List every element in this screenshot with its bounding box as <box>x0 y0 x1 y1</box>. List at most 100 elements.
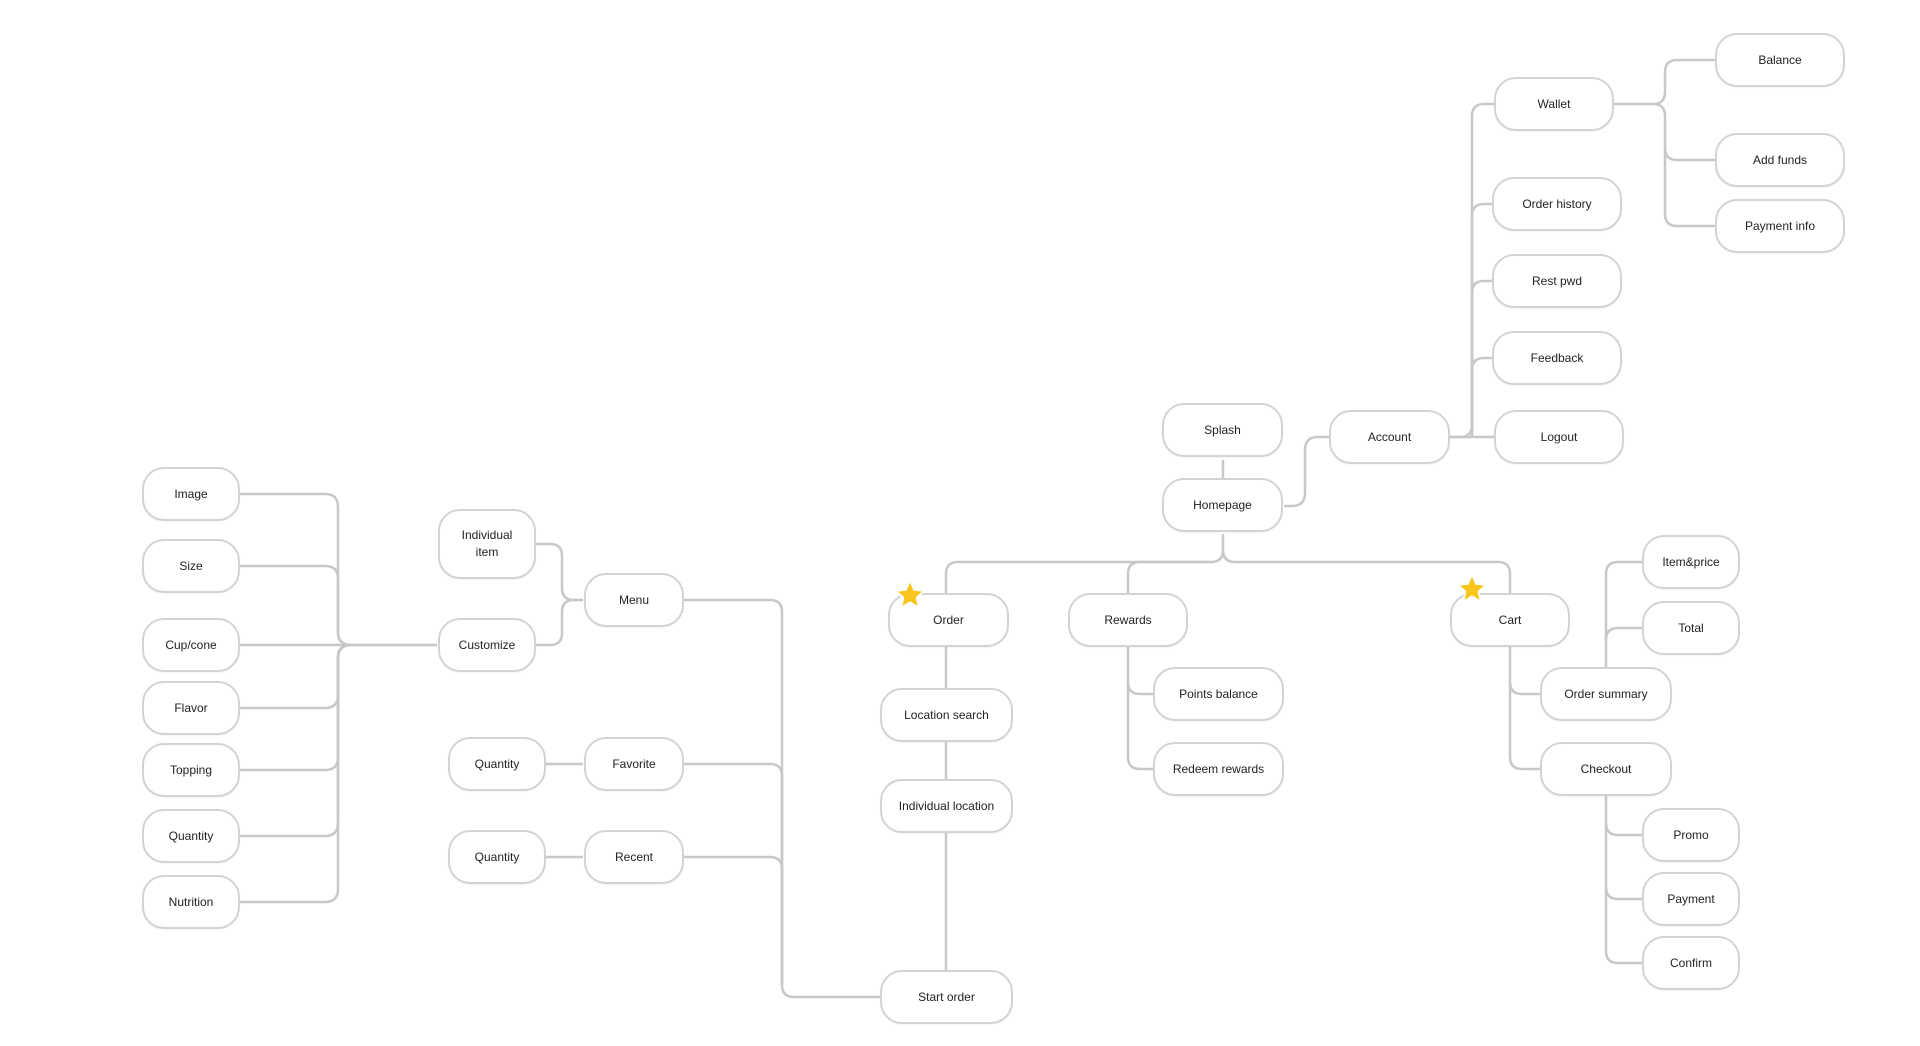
node-quantity-recent[interactable]: Quantity <box>448 830 546 884</box>
node-label: Splash <box>1204 422 1241 437</box>
node-label: Individual item <box>461 528 513 559</box>
node-balance[interactable]: Balance <box>1715 33 1845 87</box>
edge-account-orderhistory <box>1470 202 1492 437</box>
node-label: Image <box>174 486 208 501</box>
node-location-search[interactable]: Location search <box>880 688 1013 742</box>
node-favorite[interactable]: Favorite <box>584 737 684 791</box>
node-label: Balance <box>1758 52 1802 67</box>
edge-recent-startorder <box>684 855 784 985</box>
node-label: Order summary <box>1564 686 1648 701</box>
node-quantity-favorite[interactable]: Quantity <box>448 737 546 791</box>
node-label: Homepage <box>1193 497 1252 512</box>
node-wallet[interactable]: Wallet <box>1494 77 1614 131</box>
node-add-funds[interactable]: Add funds <box>1715 133 1845 187</box>
node-label: Checkout <box>1580 761 1632 776</box>
node-start-order[interactable]: Start order <box>880 970 1013 1024</box>
node-order-history[interactable]: Order history <box>1492 177 1622 231</box>
edge-checkout-promo <box>1604 795 1642 837</box>
edge-account-feedback <box>1470 356 1492 437</box>
node-label: Rewards <box>1104 612 1152 627</box>
node-payment[interactable]: Payment <box>1642 872 1740 926</box>
node-label: Account <box>1367 429 1412 444</box>
node-label: Start order <box>918 989 975 1004</box>
node-label: Customize <box>458 637 516 652</box>
node-label: Payment <box>1667 891 1715 906</box>
node-homepage[interactable]: Homepage <box>1162 478 1283 532</box>
edge-wallet-balance <box>1614 58 1715 106</box>
node-label: Wallet <box>1537 96 1571 111</box>
edge-checkout-confirm <box>1604 887 1642 965</box>
edge-homepage-branch <box>944 534 1225 593</box>
node-splash[interactable]: Splash <box>1162 403 1283 457</box>
node-promo[interactable]: Promo <box>1642 808 1740 862</box>
node-item-price[interactable]: Item&price <box>1642 535 1740 589</box>
edge-nutrition-customize <box>240 643 352 904</box>
edge-item-menu <box>536 542 583 602</box>
node-label: Recent <box>614 849 654 864</box>
node-label: Menu <box>618 592 650 607</box>
node-label: Flavor <box>174 700 208 715</box>
edge-flavor-customize <box>240 643 352 710</box>
node-cup-cone[interactable]: Cup/cone <box>142 618 240 672</box>
node-label: Order <box>933 612 964 627</box>
edge-cart-checkout <box>1508 682 1540 771</box>
node-confirm[interactable]: Confirm <box>1642 936 1740 990</box>
node-label: Logout <box>1540 429 1578 444</box>
node-label: Cup/cone <box>165 637 217 652</box>
node-size[interactable]: Size <box>142 539 240 593</box>
node-label: Individual location <box>898 798 995 813</box>
node-label: Quantity <box>168 828 214 843</box>
node-label: Add funds <box>1752 152 1808 167</box>
node-label: Quantity <box>474 849 520 864</box>
node-individual-location[interactable]: Individual location <box>880 779 1013 833</box>
node-menu[interactable]: Menu <box>584 573 684 627</box>
edge-ordersummary-itemprice <box>1604 560 1642 668</box>
node-payment-info[interactable]: Payment info <box>1715 199 1845 253</box>
star-icon <box>894 579 926 609</box>
node-logout[interactable]: Logout <box>1494 410 1624 464</box>
edge-homepage-account <box>1284 435 1329 508</box>
node-order-summary[interactable]: Order summary <box>1540 667 1672 721</box>
node-total[interactable]: Total <box>1642 601 1740 655</box>
node-customize[interactable]: Customize <box>438 618 536 672</box>
node-label: Rest pwd <box>1531 273 1583 288</box>
node-individual-item[interactable]: Individual item <box>438 509 536 579</box>
node-label: Total <box>1678 620 1704 635</box>
edge-wallet-addfunds <box>1652 102 1715 162</box>
edge-account-restpwd <box>1470 279 1492 437</box>
node-rewards[interactable]: Rewards <box>1068 593 1188 647</box>
node-redeem-rewards[interactable]: Redeem rewards <box>1153 742 1284 796</box>
node-points-balance[interactable]: Points balance <box>1153 667 1284 721</box>
node-flavor[interactable]: Flavor <box>142 681 240 735</box>
node-recent[interactable]: Recent <box>584 830 684 884</box>
node-label: Topping <box>169 762 213 777</box>
node-feedback[interactable]: Feedback <box>1492 331 1622 385</box>
node-label: Nutrition <box>168 894 214 909</box>
edge-wallet-paymentinfo <box>1663 148 1715 228</box>
edge-ordersummary-total <box>1604 626 1642 641</box>
star-icon <box>1456 573 1488 603</box>
edge-rewards-points <box>1126 646 1153 696</box>
edge-cart-ordersummary <box>1508 646 1540 696</box>
node-label: Location search <box>904 707 989 722</box>
node-label: Quantity <box>474 756 520 771</box>
edge-size-customize <box>240 564 352 647</box>
node-label: Confirm <box>1669 955 1712 970</box>
node-checkout[interactable]: Checkout <box>1540 742 1672 796</box>
node-account[interactable]: Account <box>1329 410 1450 464</box>
node-quantity-customize[interactable]: Quantity <box>142 809 240 863</box>
node-cart[interactable]: Cart <box>1450 593 1570 647</box>
node-order[interactable]: Order <box>888 593 1009 647</box>
edge-rewards-redeem <box>1126 682 1153 771</box>
edge-quantity-customize <box>240 643 352 838</box>
node-image[interactable]: Image <box>142 467 240 521</box>
edge-homepage-cart <box>1221 549 1512 593</box>
edge-favorite-startorder <box>684 762 784 985</box>
node-nutrition[interactable]: Nutrition <box>142 875 240 929</box>
node-label: Item&price <box>1662 554 1720 569</box>
node-label: Favorite <box>612 756 656 771</box>
node-rest-pwd[interactable]: Rest pwd <box>1492 254 1622 308</box>
node-topping[interactable]: Topping <box>142 743 240 797</box>
